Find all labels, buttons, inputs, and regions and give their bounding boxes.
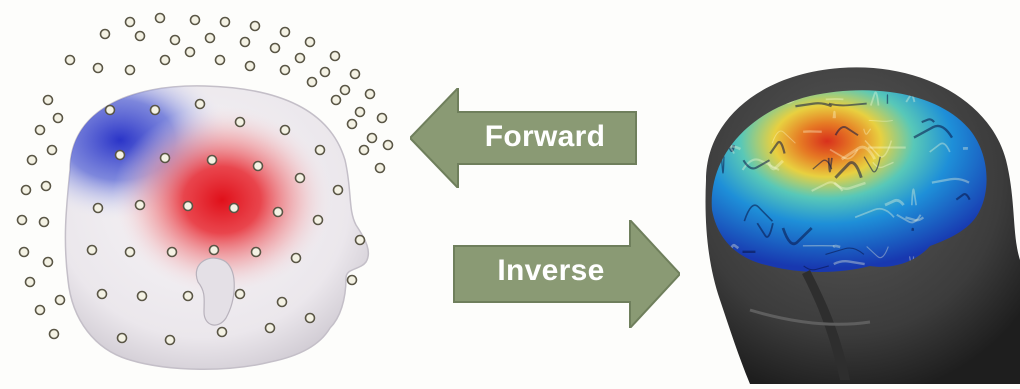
electrode	[184, 202, 193, 211]
electrode	[28, 156, 37, 165]
forward-label: Forward	[470, 120, 620, 154]
electrode	[236, 118, 245, 127]
electrode	[48, 146, 57, 155]
electrode	[360, 146, 369, 155]
electrode	[281, 28, 290, 37]
electrode	[26, 278, 35, 287]
electrode	[18, 216, 27, 225]
electrode	[368, 134, 377, 143]
electrode	[161, 56, 170, 65]
electrode	[376, 164, 385, 173]
electrode	[332, 96, 341, 105]
electrode	[348, 276, 357, 285]
electrode	[252, 248, 261, 257]
electrode	[356, 236, 365, 245]
electrode	[171, 36, 180, 45]
electrode	[254, 162, 263, 171]
electrode	[356, 108, 365, 117]
electrode	[88, 246, 97, 255]
electrode	[221, 18, 230, 27]
electrode	[56, 296, 65, 305]
electrode	[116, 151, 125, 160]
electrode	[292, 254, 301, 263]
electrode	[306, 38, 315, 47]
electrode	[50, 330, 59, 339]
electrode	[208, 156, 217, 165]
electrode	[236, 290, 245, 299]
electrode	[314, 216, 323, 225]
electrode	[40, 218, 49, 227]
electrode	[366, 90, 375, 99]
electrode	[126, 248, 135, 257]
electrode	[246, 62, 255, 71]
electrode	[168, 248, 177, 257]
electrode	[281, 66, 290, 75]
electrode	[66, 56, 75, 65]
inverse-label: Inverse	[466, 254, 636, 288]
electrode	[251, 22, 260, 31]
electrode	[136, 201, 145, 210]
electrode	[218, 328, 227, 337]
electrode	[296, 174, 305, 183]
gyrus-line	[834, 112, 835, 118]
electrode	[331, 52, 340, 61]
electrode	[20, 248, 29, 257]
electrode	[348, 120, 357, 129]
electrode	[106, 106, 115, 115]
electrode	[94, 204, 103, 213]
electrode	[54, 114, 63, 123]
electrode	[36, 306, 45, 315]
electrode	[278, 298, 287, 307]
electrode	[126, 18, 135, 27]
electrode	[230, 204, 239, 213]
electrode	[271, 44, 280, 53]
electrode	[42, 182, 51, 191]
eeg-head-illustration	[0, 0, 420, 384]
electrode	[351, 70, 360, 79]
electrode	[308, 78, 317, 87]
electrode	[378, 114, 387, 123]
electrode	[266, 324, 275, 333]
electrode	[156, 14, 165, 23]
electrode	[101, 30, 110, 39]
electrode	[210, 246, 219, 255]
electrode	[281, 126, 290, 135]
electrode	[161, 154, 170, 163]
electrode	[321, 68, 330, 77]
electrode	[151, 106, 160, 115]
electrode	[36, 126, 45, 135]
eeg-head-panel	[0, 0, 420, 384]
electrode	[316, 146, 325, 155]
electrode	[126, 66, 135, 75]
brain-source-panel	[690, 60, 1020, 384]
electrode	[94, 64, 103, 73]
electrode	[184, 292, 193, 301]
electrode	[136, 32, 145, 41]
electrode	[138, 292, 147, 301]
electrode	[241, 38, 250, 47]
electrode	[22, 186, 31, 195]
electrode	[296, 54, 305, 63]
electrode	[44, 258, 53, 267]
gyrus-line	[707, 96, 732, 103]
electrode	[274, 208, 283, 217]
electrode	[206, 34, 215, 43]
electrode	[306, 314, 315, 323]
electrode	[196, 100, 205, 109]
gyrus-line	[732, 94, 735, 105]
electrode	[186, 48, 195, 57]
electrode	[44, 96, 53, 105]
brain-illustration	[690, 60, 1020, 384]
electrode	[191, 16, 200, 25]
electrode	[384, 141, 393, 150]
electrode	[118, 334, 127, 343]
electrode	[216, 56, 225, 65]
electrode	[341, 86, 350, 95]
electrode	[166, 336, 175, 345]
electrode	[334, 186, 343, 195]
electrode	[98, 290, 107, 299]
